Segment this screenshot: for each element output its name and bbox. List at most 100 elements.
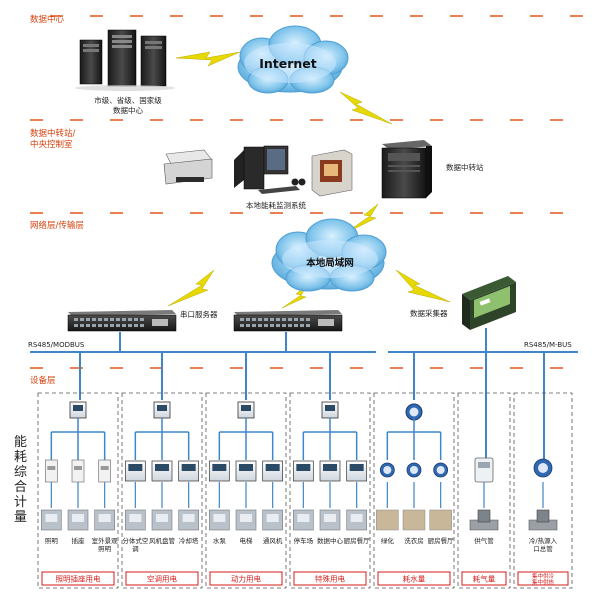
group-title-box: [517, 571, 569, 586]
local-system-label: 本地能耗监测系统: [246, 200, 306, 210]
vertical-title: 能耗综合计量: [14, 435, 27, 525]
device-item-label: 洗衣房: [404, 536, 424, 545]
lightning-icon: [167, 269, 215, 307]
device-item-label: 冷/热源入口总管: [529, 536, 558, 553]
meter-display: [73, 405, 83, 411]
group-border: [37, 392, 119, 589]
group-title-box: [209, 571, 283, 586]
meter-dial: [410, 466, 418, 474]
device-item-label: 冷却塔: [179, 536, 199, 545]
meter-display: [212, 464, 227, 471]
room-photo-icon: [429, 509, 452, 531]
group-border: [289, 392, 371, 589]
meter-display: [157, 405, 167, 411]
layer-label-central-control: 中央控制室: [30, 139, 73, 150]
group-title: 特殊用电: [315, 574, 345, 584]
bus-lines: [30, 328, 578, 460]
equipment-detail: [156, 514, 168, 522]
lightning-icon: [175, 51, 241, 67]
data-collector-label: 数据采集器: [410, 308, 448, 318]
vertical-title-text: 能耗综合计量: [14, 435, 27, 525]
meter-display: [155, 464, 169, 471]
equipment-detail: [72, 514, 84, 522]
layer-separators: [30, 119, 585, 369]
device-item-label: 停车场: [294, 536, 314, 545]
device-group: 停车场数据中心厨房餐厅特殊用电: [289, 392, 371, 589]
device-group: 照明插座室外景观照明照明插座用电: [37, 392, 119, 589]
breaker-icon: [44, 459, 58, 483]
device-item-label: 水泵: [213, 536, 227, 545]
device-item-label: 厨房餐厅: [428, 536, 455, 545]
device-item-label: 绿化: [381, 536, 395, 545]
device-item-label: 厨房餐厅: [344, 536, 371, 545]
meter-display: [239, 464, 253, 471]
device-group: 水泵电梯通风机动力用电: [205, 392, 287, 589]
server-caption-1: 市级、省级、国家级: [94, 95, 162, 105]
meter-display: [323, 464, 337, 471]
group-title: 耗水量: [403, 574, 426, 584]
device-group: 绿化洗衣房厨房餐厅耗水量: [373, 392, 455, 589]
device-item-label: 数据中心: [317, 536, 344, 545]
meter-display: [478, 462, 490, 468]
meter-display: [181, 464, 196, 471]
equipment-detail: [324, 514, 336, 522]
equipment-detail: [129, 514, 142, 522]
group-title-box: [125, 571, 199, 586]
printer-icon: [163, 149, 213, 185]
device-item-label: 插座: [72, 536, 86, 545]
meter-display: [325, 405, 335, 411]
equipment-detail: [350, 514, 363, 522]
group-title: 空调用电: [147, 574, 177, 584]
equipment-detail: [266, 514, 279, 522]
meter-dial: [538, 463, 548, 473]
device-item-label: 通风机: [263, 536, 283, 545]
equipment-detail: [182, 514, 195, 522]
meter-dial: [436, 466, 445, 474]
device-item-label: 照明: [45, 537, 59, 545]
equipment-detail: [98, 514, 111, 522]
server-caption-2: 数据中心: [113, 105, 143, 115]
group-title: 耗气量: [473, 574, 496, 584]
layer-label-network: 网络层/传输层: [30, 220, 84, 231]
group-border: [373, 392, 455, 589]
group-title: 集中供冷集中供热: [532, 572, 555, 586]
group-border: [205, 392, 287, 589]
device-item-label: 室外景观照明: [92, 536, 119, 553]
device-group: 分体式空调风机盘管冷却塔空调用电: [121, 392, 203, 589]
lan-cloud-icon: [271, 218, 387, 292]
group-title-box: [41, 571, 115, 586]
equipment-detail: [240, 514, 252, 522]
room-photo-icon: [402, 509, 426, 531]
breaker-switch: [47, 466, 56, 470]
group-title-box: [377, 571, 451, 586]
lightning-icon: [395, 269, 451, 303]
lan-label: 本地局域网: [306, 257, 354, 269]
group-title: 动力用电: [231, 574, 261, 584]
internet-cloud-icon: [237, 25, 349, 94]
serial-server-label: 串口服务器: [180, 309, 218, 319]
group-border: [457, 392, 511, 589]
layer-label-relay-station: 数据中转站/: [30, 128, 76, 139]
internet-label: Internet: [259, 56, 317, 71]
device-groups: 照明插座室外景观照明照明插座用电分体式空调风机盘管冷却塔空调用电水泵电梯通风机动…: [37, 392, 573, 589]
serial-server-icon: [233, 310, 343, 332]
valve-body: [536, 509, 550, 523]
equipment-detail: [213, 514, 226, 522]
lightning-bolts: [167, 51, 451, 309]
valve-body: [477, 509, 491, 523]
device-item-label: 风机盘管: [149, 536, 176, 545]
relay-server-icon: [381, 140, 432, 199]
group-title-box: [461, 571, 507, 586]
layer-label-device: 设备层: [30, 375, 56, 386]
breaker-icon: [98, 459, 112, 483]
bus-left-label: RS485/MODBUS: [28, 341, 85, 349]
meter-dial: [383, 466, 392, 474]
lightning-icon: [339, 91, 393, 125]
device-item-label: 供气管: [474, 536, 494, 545]
breaker-switch: [100, 466, 109, 470]
breaker-switch: [74, 466, 82, 470]
lightning-icon: [281, 285, 307, 309]
